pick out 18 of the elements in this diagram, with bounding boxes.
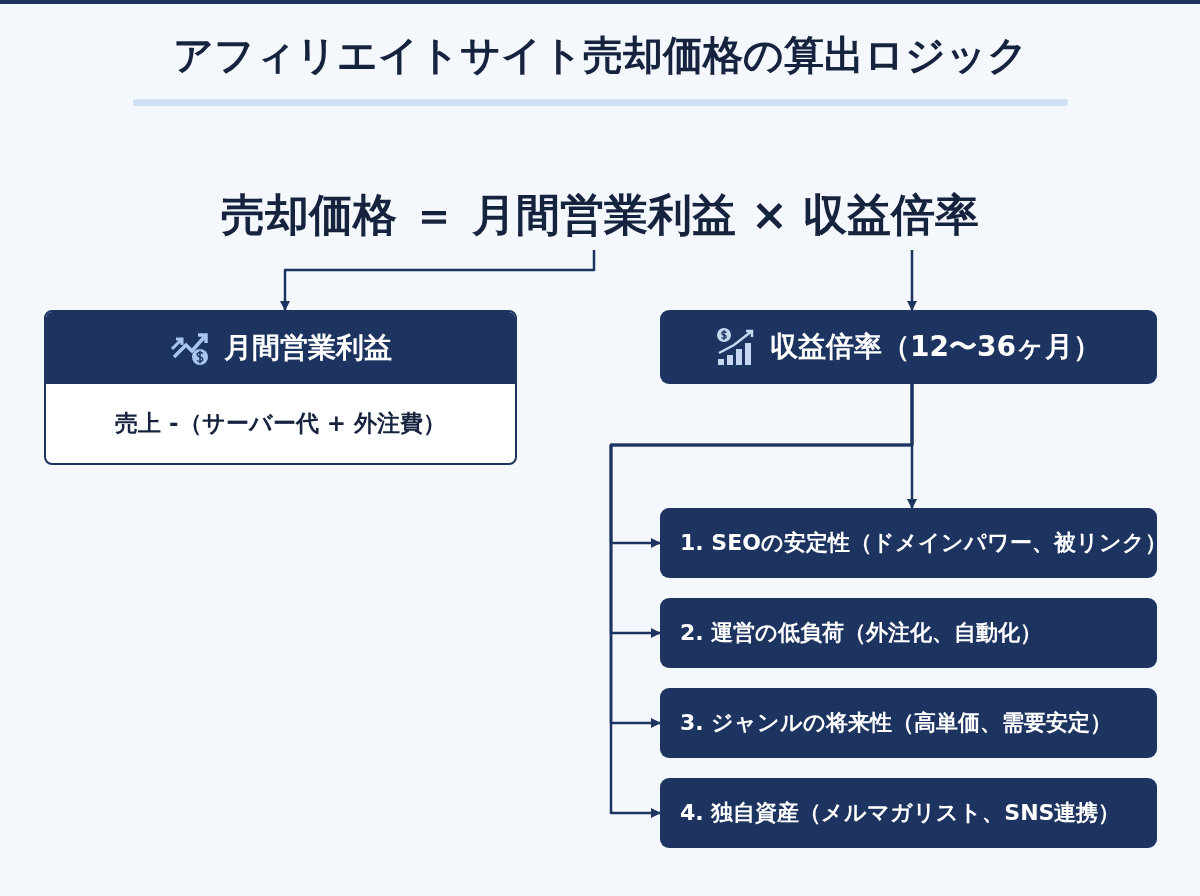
factor-text: 1. SEOの安定性（ドメインパワー、被リンク） — [679, 529, 1167, 557]
box-heading: 収益倍率（12〜36ヶ月） — [770, 329, 1101, 365]
formula-text: 売却価格 ＝ 月間営業利益 × 収益倍率 — [220, 187, 980, 242]
factor-box — [660, 778, 1157, 848]
card-body-text: 売上 -（サーバー代 + 外注費） — [115, 408, 446, 438]
title: アフィリエイトサイト売却価格の算出ロジック — [171, 31, 1029, 80]
factor-text: 3. ジャンルの将来性（高単価、需要安定） — [679, 709, 1113, 737]
factor-text: 4. 独自資産（メルマガリスト、SNS連携） — [679, 799, 1121, 827]
factor-box — [660, 598, 1157, 668]
arrow — [609, 384, 914, 818]
arrow — [280, 250, 596, 311]
factor-box — [660, 508, 1157, 578]
arrow — [907, 250, 917, 311]
header-box — [660, 310, 1157, 384]
card-heading: 月間営業利益 — [223, 330, 392, 366]
factor-box — [660, 688, 1157, 758]
factor-text: 2. 運営の低負荷（外注化、自動化） — [679, 619, 1043, 647]
info-card — [44, 310, 517, 465]
